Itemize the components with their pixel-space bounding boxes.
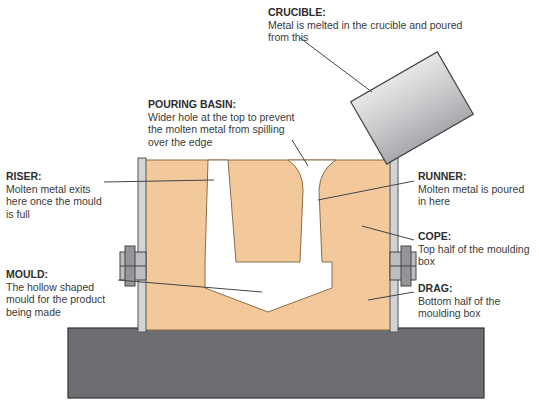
- leader-lines: [104, 38, 414, 300]
- crucible-callout: CRUCIBLE:Metal is melted in the crucible…: [268, 6, 468, 44]
- callout-heading: DRAG:: [418, 282, 533, 295]
- pouring-basin-callout: POURING BASIN:Wider hole at the top to p…: [148, 98, 300, 148]
- runner-callout: RUNNER:Molten metal is poured in here: [418, 170, 533, 208]
- callout-text: Top half of the moulding box: [418, 243, 533, 268]
- callout-text: Molten metal exits here once the mould i…: [6, 183, 106, 221]
- cope-callout: COPE:Top half of the moulding box: [418, 230, 533, 268]
- drag-callout: DRAG:Bottom half of the moulding box: [418, 282, 533, 320]
- riser-callout: RISER:Molten metal exits here once the m…: [6, 170, 106, 220]
- box-frame-left: [138, 158, 146, 332]
- callout-text: Metal is melted in the crucible and pour…: [268, 19, 468, 44]
- callout-heading: RISER:: [6, 170, 106, 183]
- clamp-right: [390, 246, 416, 286]
- callout-text: Bottom half of the moulding box: [418, 295, 533, 320]
- base-slab: [68, 328, 484, 398]
- callout-heading: COPE:: [418, 230, 533, 243]
- callout-text: Wider hole at the top to prevent the mol…: [148, 111, 300, 149]
- crucible: [351, 52, 474, 164]
- callout-heading: CRUCIBLE:: [268, 6, 468, 19]
- callout-heading: POURING BASIN:: [148, 98, 300, 111]
- callout-heading: RUNNER:: [418, 170, 533, 183]
- callout-text: The hollow shaped mould for the product …: [6, 281, 118, 319]
- callout-heading: MOULD:: [6, 268, 118, 281]
- mould-callout: MOULD:The hollow shaped mould for the pr…: [6, 268, 118, 318]
- moulding-box: [142, 160, 394, 330]
- callout-text: Molten metal is poured in here: [418, 183, 533, 208]
